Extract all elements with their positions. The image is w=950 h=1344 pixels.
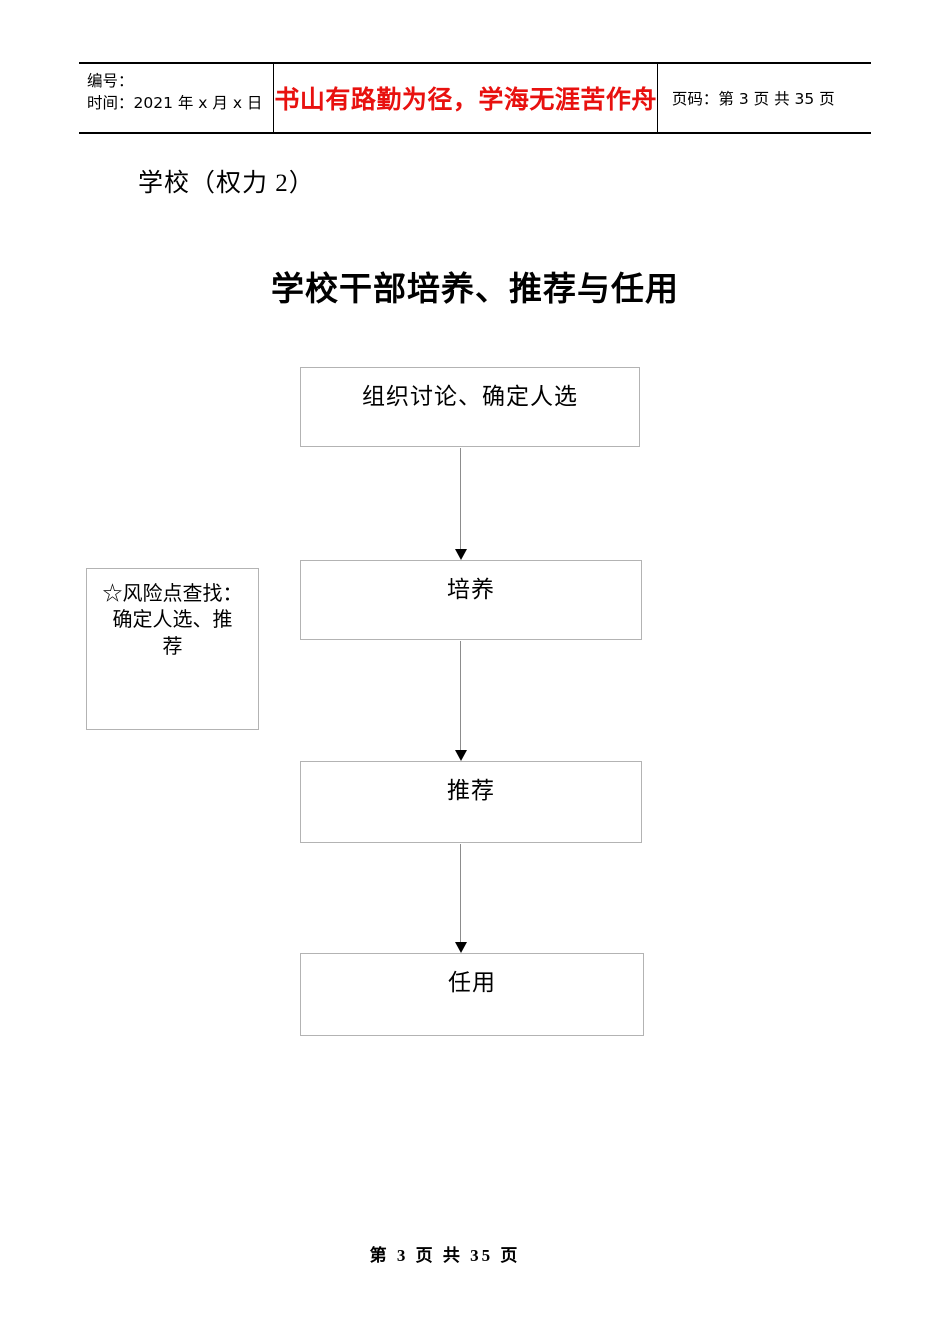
flow-connector-3 [455, 844, 467, 953]
header-date-label: 时间：2021 年 x 月 x 日 [87, 94, 263, 112]
header-left-cell: 编号： 时间：2021 年 x 月 x 日 [79, 64, 275, 132]
connector-line [460, 844, 461, 942]
flow-node-appoint: 任用 [300, 953, 644, 1036]
connector-line [460, 641, 461, 750]
header-page-cell: 页码：第 3 页 共 35 页 [658, 64, 871, 132]
flow-node-organize-discuss: 组织讨论、确定人选 [300, 367, 640, 447]
arrow-down-icon [455, 750, 467, 761]
risk-note-line-3: 荐 [162, 635, 183, 658]
risk-point-note: ☆风险点查找： 确定人选、推 荐 [86, 568, 259, 730]
risk-note-line-1: ☆风险点查找： [95, 581, 250, 607]
risk-note-heading: 风险点查找： [122, 583, 243, 605]
page-title: 学校干部培养、推荐与任用 [271, 269, 679, 308]
header-page-info: 页码：第 3 页 共 35 页 [671, 90, 835, 108]
flow-connector-2 [455, 641, 467, 761]
flow-node-recommend: 推荐 [300, 761, 642, 843]
page-header: 编号： 时间：2021 年 x 月 x 日 书山有路勤为径，学海无涯苦作舟 页码… [79, 62, 871, 134]
connector-line [460, 448, 461, 549]
header-left-lines: 编号： 时间：2021 年 x 月 x 日 [87, 68, 262, 114]
header-motto-cell: 书山有路勤为径，学海无涯苦作舟 [274, 64, 658, 132]
header-number-label: 编号： [87, 72, 134, 90]
risk-note-line-2: 确定人选、推 [112, 609, 233, 632]
page-footer: 第 3 页 共 35 页 [369, 1246, 521, 1265]
header-motto: 书山有路勤为径，学海无涯苦作舟 [274, 87, 657, 114]
flow-connector-1 [455, 448, 467, 560]
document-subtitle: 学校（权力 2） [138, 170, 315, 197]
arrow-down-icon [455, 549, 467, 560]
star-icon: ☆ [102, 583, 123, 605]
flow-node-cultivate: 培养 [300, 560, 642, 640]
arrow-down-icon [455, 942, 467, 953]
